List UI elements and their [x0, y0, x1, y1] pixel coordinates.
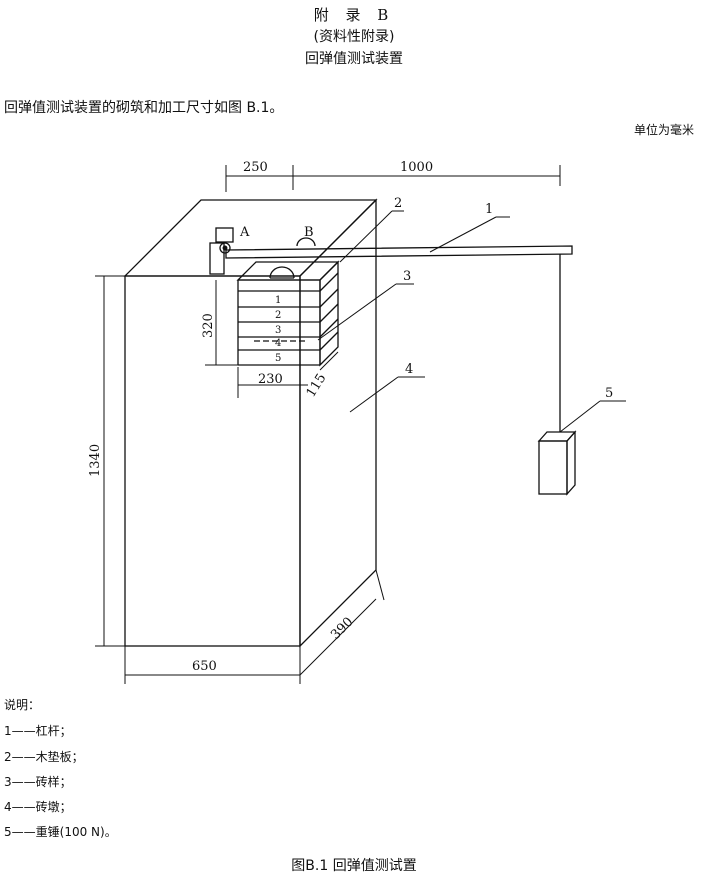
- callout-3: 3: [403, 269, 411, 284]
- dim-115: 115: [304, 371, 330, 400]
- dim-1000: 1000: [400, 160, 433, 175]
- dimension-lines: [95, 165, 561, 684]
- figure-caption: 图B.1 回弹值测试置: [291, 858, 417, 874]
- brick-label-1: 1: [275, 295, 281, 306]
- callout-leaders: [317, 210, 626, 433]
- unit-note: 单位为毫米: [634, 123, 695, 137]
- dim-250: 250: [243, 160, 268, 175]
- point-b-label: B: [304, 225, 314, 240]
- pivot-pin: [219, 242, 231, 254]
- legend-item: 5——重锤(100 N)。: [4, 825, 117, 839]
- legend-item: 4——砖墩；: [4, 800, 72, 814]
- wood-pad: [236, 261, 340, 281]
- legend-title: 说明：: [4, 698, 41, 712]
- brick-stack: [236, 260, 340, 367]
- callout-1: 1: [485, 202, 493, 217]
- callout-4: 4: [405, 362, 413, 377]
- weight: [537, 430, 577, 496]
- brick-label-2: 2: [275, 310, 281, 321]
- intro-paragraph: 回弹值测试装置的砌筑和加工尺寸如图 B.1。: [4, 100, 284, 116]
- brick-label-5: 5: [275, 353, 281, 364]
- dim-1340: 1340: [88, 444, 103, 477]
- dim-230: 230: [258, 372, 283, 387]
- callout-2: 2: [394, 196, 402, 211]
- section-title: 回弹值测试装置: [305, 51, 403, 67]
- point-a-label: A: [239, 225, 250, 240]
- brick-label-4: 4: [275, 338, 281, 349]
- brick-label-3: 3: [275, 325, 281, 336]
- lever: [209, 227, 573, 432]
- appendix-heading: 附 录 B: [313, 6, 395, 24]
- appendix-note: (资料性附录): [313, 29, 395, 45]
- legend-item: 2——木垫板；: [4, 750, 84, 764]
- pivot-support: [209, 242, 225, 275]
- callout-5: 5: [605, 386, 613, 401]
- pivot-block: [215, 227, 234, 243]
- dim-320: 320: [201, 313, 216, 338]
- dim-650: 650: [192, 659, 217, 674]
- dim-390: 390: [328, 615, 356, 643]
- legend-item: 1——杠杆；: [4, 724, 72, 738]
- legend-item: 3——砖样；: [4, 775, 72, 789]
